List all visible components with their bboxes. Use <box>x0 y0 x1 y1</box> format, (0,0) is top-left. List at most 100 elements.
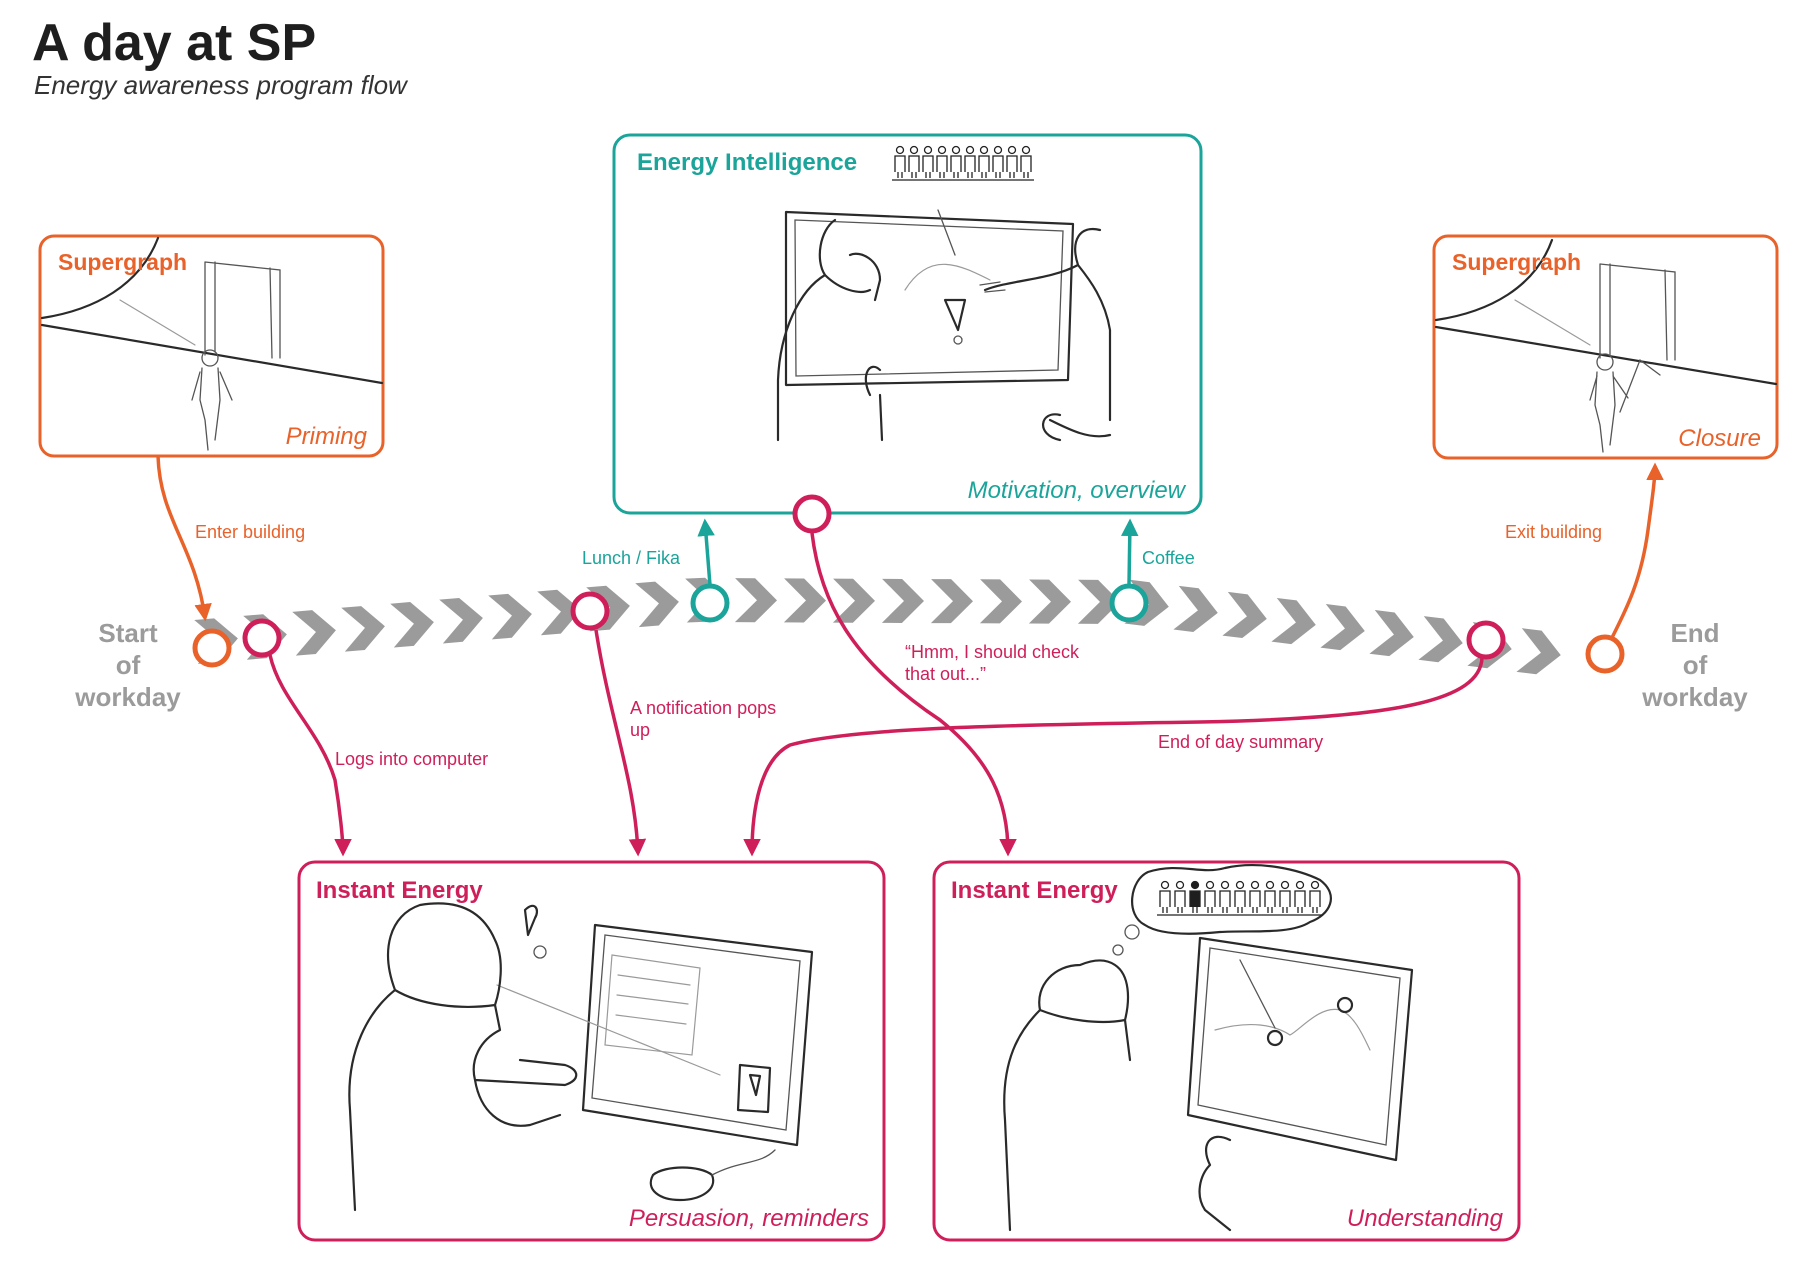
person-icon <box>1265 880 1275 890</box>
coffee-label: Coffee <box>1142 548 1195 568</box>
person-icon-body <box>894 155 906 178</box>
start-of-workday-label: Start of workday <box>74 618 181 712</box>
supergraph-closure-sketch <box>1434 238 1778 453</box>
energy-intelligence-node <box>792 494 832 534</box>
timeline-chevron <box>1222 591 1267 639</box>
timeline-chevron <box>783 578 826 623</box>
people-thought-icon <box>1157 880 1323 916</box>
person-icon-body <box>1249 890 1261 913</box>
supergraph-priming-sketch <box>40 236 384 451</box>
person-icon <box>923 145 933 155</box>
lunch-fika-arrow <box>697 518 715 586</box>
end-of-day-node <box>1466 620 1506 660</box>
person-icon <box>951 145 961 155</box>
logs-into-computer-arrow <box>268 654 352 857</box>
timeline-chevron <box>1418 616 1463 663</box>
person-icon-body <box>1020 155 1032 178</box>
timeline-chevron <box>537 589 581 636</box>
svg-text:End: End <box>1670 618 1719 648</box>
page-title: A day at SP <box>32 14 316 72</box>
person-icon-body <box>1279 890 1291 913</box>
person-icon <box>909 145 919 155</box>
timeline-chevron <box>292 610 336 656</box>
person-icon-body <box>964 155 976 178</box>
person-icon <box>1310 880 1320 890</box>
exit-building-label: Exit building <box>1505 522 1602 542</box>
timeline-chevron <box>1369 610 1414 657</box>
person-icon <box>937 145 947 155</box>
supergraph-closure-title: Supergraph <box>1452 249 1581 275</box>
hmm-check-arrow <box>810 532 1017 857</box>
logs-in-node <box>242 618 282 658</box>
person-icon <box>1295 880 1305 890</box>
supergraph-priming-title: Supergraph <box>58 249 187 275</box>
energy-intelligence-sketch <box>776 145 1112 442</box>
person-icon <box>895 145 905 155</box>
person-icon-body <box>978 155 990 178</box>
coffee-node <box>1109 583 1149 623</box>
person-icon-body <box>950 155 962 178</box>
notification-node <box>570 591 610 631</box>
timeline-chevron <box>439 597 483 644</box>
person-icon <box>1250 880 1260 890</box>
energy-intelligence-box: Energy Intelligence Motivation, overview <box>612 133 1203 515</box>
timeline-chevron <box>734 578 777 623</box>
person-icon-body <box>1174 890 1186 913</box>
timeline-chevron <box>1516 628 1561 675</box>
end-node <box>1585 634 1625 674</box>
notification-arrow <box>594 629 647 857</box>
coffee-arrow <box>1121 518 1139 586</box>
instant-energy-persuasion-sketch <box>348 902 814 1212</box>
timeline-chevron <box>341 606 385 652</box>
instant-energy-persuasion-box: Instant Energy Persuasion, reminders <box>297 860 886 1242</box>
instant-energy-understanding-title: Instant Energy <box>951 877 1118 904</box>
people-row-icon <box>892 145 1034 181</box>
person-icon <box>965 145 975 155</box>
timeline-chevron <box>1124 579 1169 626</box>
end-of-day-summary-label: End of day summary <box>1158 732 1323 752</box>
timeline-chevron <box>979 579 1022 624</box>
timeline-chevron <box>1028 579 1071 624</box>
person-icon <box>1007 145 1017 155</box>
instant-energy-persuasion-title: Instant Energy <box>316 877 483 904</box>
end-of-day-summary-arrow <box>743 657 1484 857</box>
timeline-chevron <box>635 581 679 628</box>
lunch-fika-node <box>690 583 730 623</box>
person-icon <box>993 145 1003 155</box>
notification-label-line1: A notification pops <box>630 698 776 718</box>
person-icon <box>1021 145 1031 155</box>
person-icon <box>1175 880 1185 890</box>
page-subtitle: Energy awareness program flow <box>34 70 409 100</box>
svg-text:workday: workday <box>74 682 181 712</box>
person-icon-body <box>908 155 920 178</box>
person-icon-body <box>1204 890 1216 913</box>
logs-into-computer-label: Logs into computer <box>335 749 488 769</box>
exit-building-arrow <box>1604 462 1664 651</box>
person-icon-body <box>992 155 1004 178</box>
timeline-chevron <box>1271 597 1316 645</box>
supergraph-closure-caption: Closure <box>1678 425 1761 452</box>
notification-label-line2: up <box>630 720 650 740</box>
supergraph-priming-caption: Priming <box>286 423 368 450</box>
person-icon-body <box>936 155 948 178</box>
timeline-chevron <box>930 579 973 624</box>
hmm-label-line1: “Hmm, I should check <box>905 642 1080 662</box>
timeline-chevron <box>194 618 238 664</box>
person-icon <box>979 145 989 155</box>
person-icon <box>1160 880 1170 890</box>
person-icon-body <box>1264 890 1276 913</box>
timeline-chevron <box>1320 603 1365 651</box>
person-icon-body <box>1309 890 1321 913</box>
timeline-chevron <box>1467 622 1512 669</box>
svg-text:Start: Start <box>98 618 158 648</box>
person-icon <box>1235 880 1245 890</box>
instant-energy-understanding-sketch <box>1003 864 1414 1232</box>
person-icon-body <box>922 155 934 178</box>
person-icon-body <box>1219 890 1231 913</box>
supergraph-priming-box: Supergraph Priming <box>38 234 385 458</box>
svg-text:of: of <box>1683 650 1708 680</box>
energy-intelligence-title: Energy Intelligence <box>637 149 857 176</box>
person-icon-body <box>1294 890 1306 913</box>
timeline-chevron <box>488 593 532 640</box>
end-of-workday-label: End of workday <box>1641 618 1748 712</box>
